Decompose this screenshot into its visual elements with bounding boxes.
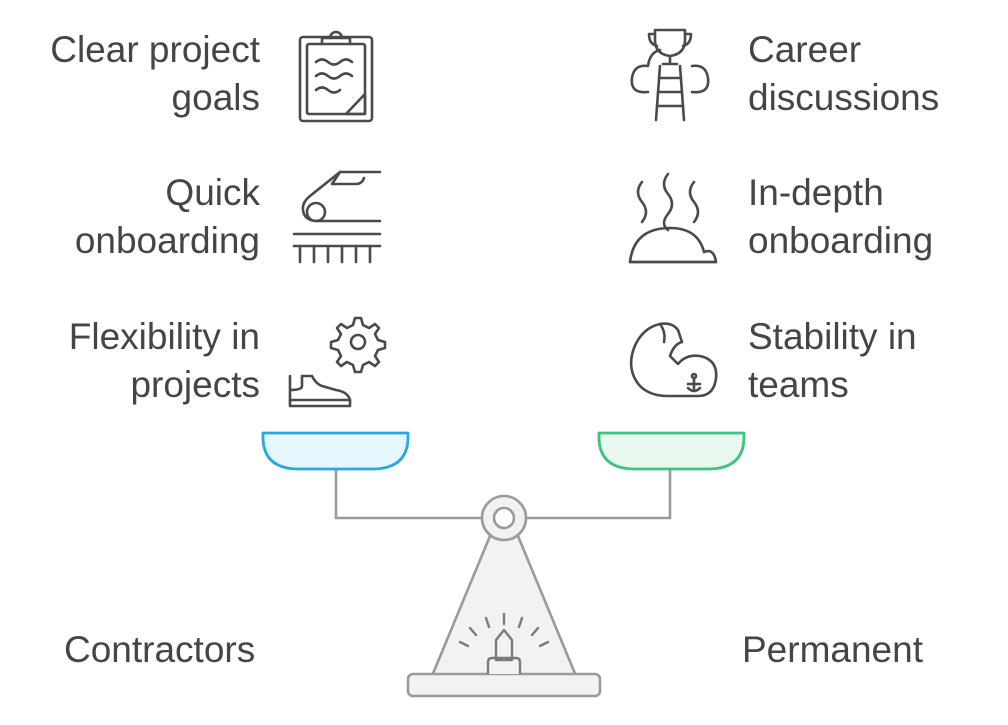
left-item-clear-project-goals: Clear project goals — [50, 26, 260, 122]
bullet-train-icon — [292, 170, 382, 264]
scale-rays — [458, 612, 550, 648]
right-item-1-line2: discussions — [748, 77, 940, 118]
left-item-1-line2: goals — [171, 77, 260, 118]
right-side-label: Permanent — [742, 629, 923, 670]
right-pan — [597, 431, 746, 471]
right-item-career-discussions: Career discussions — [748, 26, 939, 122]
left-item-1-line1: Clear project — [50, 29, 260, 70]
right-item-3-line2: teams — [748, 364, 849, 405]
left-item-2-line2: onboarding — [74, 220, 260, 261]
left-item-2-line1: Quick — [165, 172, 260, 213]
right-item-in-depth-onboarding: In-depth onboarding — [748, 169, 933, 265]
flexed-arm-anchor-icon — [629, 322, 718, 398]
left-side-label: Contractors — [64, 629, 256, 670]
right-item-2-line1: In-depth — [748, 172, 884, 213]
scale-pointer — [486, 628, 522, 674]
left-item-3-line1: Flexibility in — [68, 316, 260, 357]
left-pan — [261, 431, 410, 471]
gear-shoe-icon — [288, 316, 387, 408]
left-item-3-line2: projects — [130, 364, 260, 405]
scale-base — [406, 672, 602, 698]
right-item-2-line2: onboarding — [748, 220, 934, 261]
trophy-ladder-icon — [630, 28, 710, 122]
right-item-1-line1: Career — [748, 29, 862, 70]
balance-scale — [261, 431, 746, 698]
left-item-flexibility-in-projects: Flexibility in projects — [69, 313, 260, 409]
right-item-stability-in-teams: Stability in teams — [748, 313, 917, 409]
right-item-3-line1: Stability in — [748, 316, 917, 357]
hot-spring-icon — [628, 172, 718, 264]
clipboard-icon — [298, 30, 374, 123]
left-item-quick-onboarding: Quick onboarding — [75, 169, 260, 265]
